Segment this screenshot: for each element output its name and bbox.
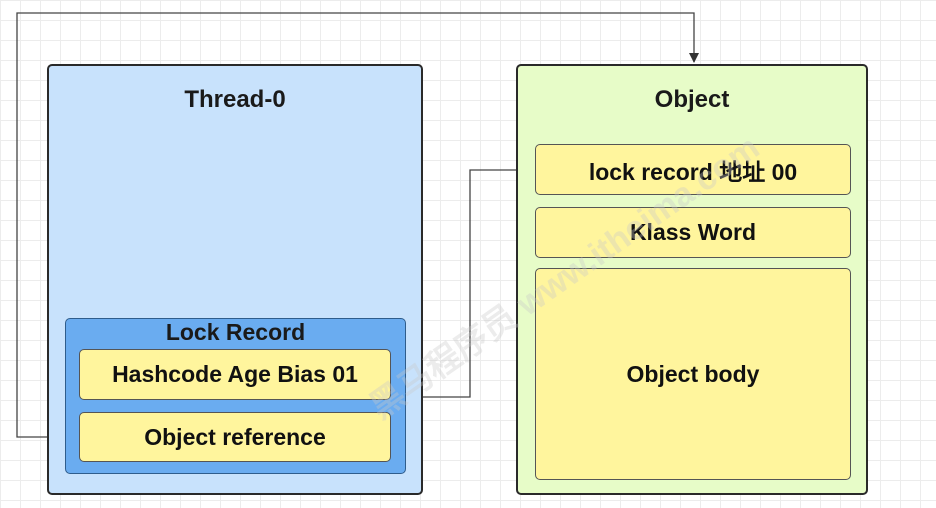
object-title: Object (654, 86, 730, 113)
hashcode-age-bias-field: Hashcode Age Bias 01 (79, 349, 391, 400)
lock-record-address-field: lock record 地址 00 (535, 144, 851, 195)
klass-word-field: Klass Word (535, 207, 851, 258)
thread-title: Thread-0 (184, 86, 286, 113)
object-body-field: Object body (535, 268, 851, 480)
object-reference-field: Object reference (79, 412, 391, 462)
lock-record-title: Lock Record (165, 319, 306, 345)
